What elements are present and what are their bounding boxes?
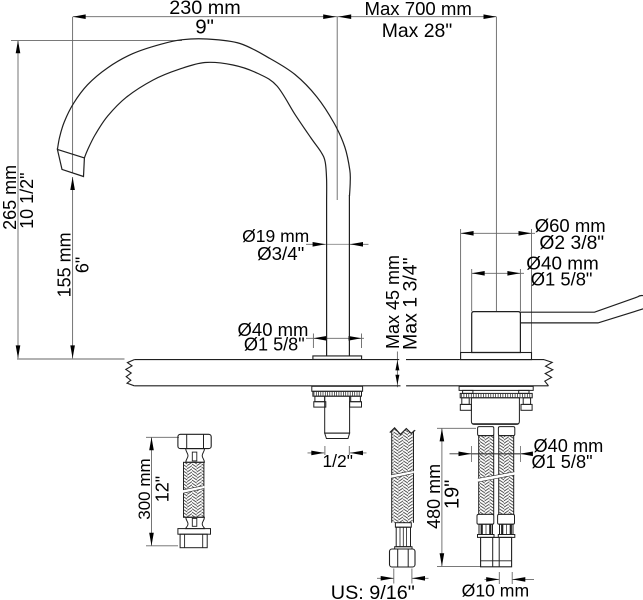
svg-text:9": 9" <box>195 16 214 39</box>
svg-text:Ø10 mm: Ø10 mm <box>462 581 529 600</box>
svg-text:155 mm: 155 mm <box>54 232 74 297</box>
svg-text:Ø1 5/8": Ø1 5/8" <box>531 452 592 472</box>
svg-text:Ø2 3/8": Ø2 3/8" <box>539 233 604 254</box>
svg-text:Ø40 mm: Ø40 mm <box>526 254 598 275</box>
svg-text:Max 45 mm: Max 45 mm <box>383 255 403 349</box>
svg-text:US: 9/16": US: 9/16" <box>331 582 415 600</box>
svg-text:6": 6" <box>73 257 93 273</box>
svg-text:Ø40 mm: Ø40 mm <box>534 436 604 456</box>
svg-text:10 1/2": 10 1/2" <box>17 172 37 228</box>
svg-text:Ø40 mm: Ø40 mm <box>238 319 309 340</box>
svg-text:Ø1 5/8": Ø1 5/8" <box>244 334 305 354</box>
svg-text:Ø19 mm: Ø19 mm <box>242 226 309 246</box>
svg-text:19": 19" <box>442 480 464 509</box>
svg-text:Ø60 mm: Ø60 mm <box>535 215 606 236</box>
svg-text:Ø3/4": Ø3/4" <box>257 243 304 264</box>
svg-text:Max 700 mm: Max 700 mm <box>364 0 471 19</box>
svg-text:Ø1 5/8": Ø1 5/8" <box>531 268 593 289</box>
svg-text:12": 12" <box>153 476 173 502</box>
svg-text:480 mm: 480 mm <box>424 464 444 529</box>
svg-text:Max 28": Max 28" <box>382 20 453 42</box>
svg-text:Max 1 3/4": Max 1 3/4" <box>400 257 422 350</box>
svg-text:230 mm: 230 mm <box>169 0 240 19</box>
svg-text:265 mm: 265 mm <box>0 165 20 230</box>
svg-text:300 mm: 300 mm <box>135 458 154 519</box>
svg-text:1/2": 1/2" <box>323 451 353 471</box>
